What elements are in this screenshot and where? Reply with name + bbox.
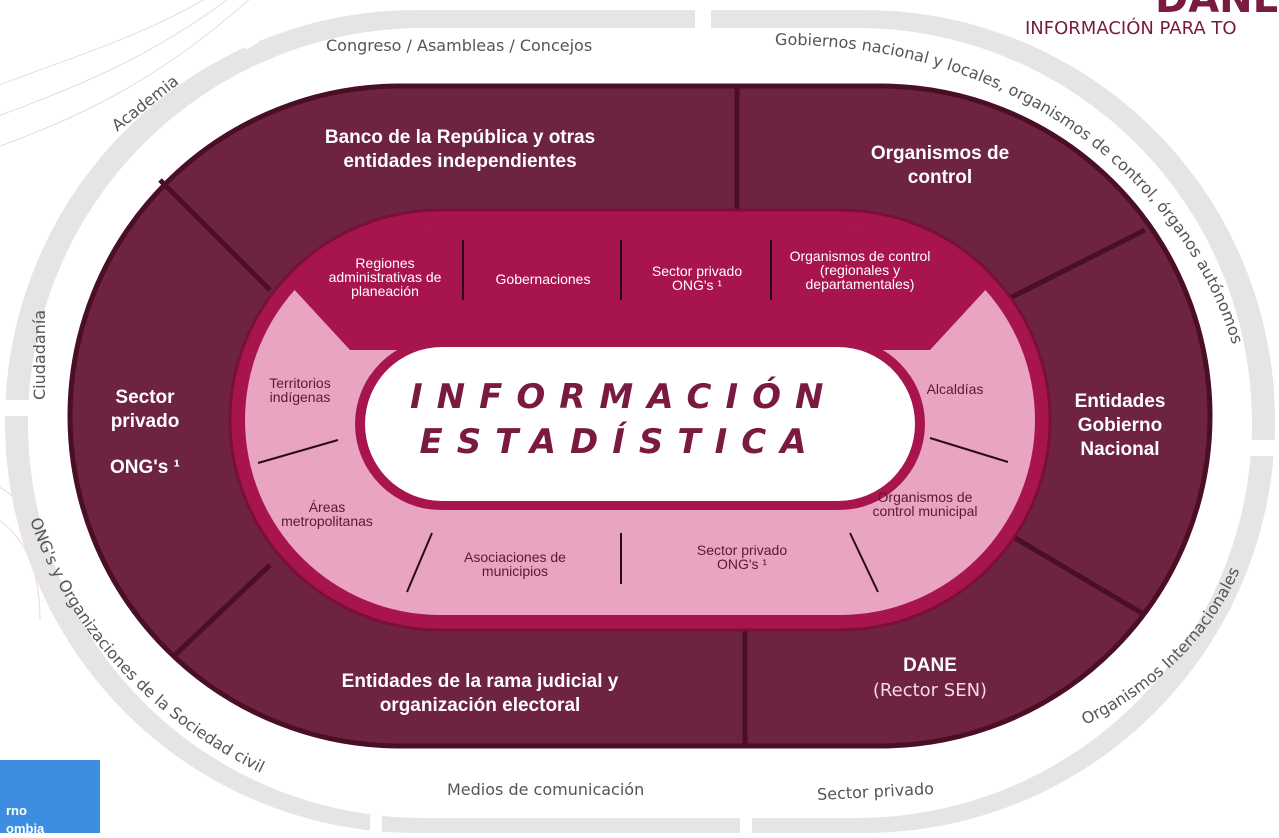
corner-box-line2: ombia [6, 821, 45, 836]
svg-text:DANE: DANE [1155, 0, 1279, 14]
inner-sector-privado: Sector privado ONG's ¹ [696, 542, 788, 572]
middle-ring-top-band [290, 225, 990, 350]
core [365, 347, 915, 501]
outer-ring-gaps [2, 5, 1278, 833]
segment-rama-judicial: Entidades de la rama judicial y organiza… [341, 671, 619, 716]
dane-logo-mark: DANE [1155, 0, 1279, 14]
outer-label-medios: Medios de comunicación [447, 780, 645, 799]
segment-sector-privado-sub: ONG's ¹ [110, 457, 180, 478]
outer-label-congreso: Congreso / Asambleas / Concejos [326, 36, 593, 55]
inner-alcaldias: Alcaldías [926, 381, 984, 397]
inner-asociaciones: Asociaciones de municipios [464, 549, 566, 579]
segment-banco: Banco de la República y otras entidades … [324, 127, 596, 172]
core-title-line2: ESTADÍSTICA [419, 422, 821, 462]
outer-label-ciudadania: Ciudadanía [30, 309, 49, 400]
segment-organismos-control: Organismos de control [870, 143, 1010, 188]
logo-tagline: INFORMACIÓN PARA TO [1025, 18, 1237, 39]
inner-territorios: Territorios indígenas [269, 375, 331, 405]
segment-sector-privado-title: Sector privado [110, 387, 180, 432]
middle-organismos-control: Organismos de control (regionales y depa… [789, 248, 931, 292]
inner-ring-dividers [257, 437, 1009, 593]
segment-dane-subtitle: (Rector SEN) [872, 680, 988, 701]
inner-organismos-municipal: Organismos de control municipal [872, 489, 978, 519]
segment-dane-title: DANE [903, 655, 957, 676]
middle-regiones: Regiones administrativas de planeación [328, 255, 442, 299]
middle-ring-dividers [462, 240, 772, 300]
corner-box: rno ombia [0, 760, 100, 836]
middle-gobernaciones: Gobernaciones [495, 271, 591, 287]
corner-box-line1: rno [6, 803, 27, 818]
inner-areas: Áreas metropolitanas [281, 499, 373, 529]
segment-entidades-gobierno: Entidades Gobierno Nacional [1074, 391, 1166, 460]
corner-box-text: rno ombia [6, 802, 44, 838]
core-title: INFORMACIÓN ESTADÍSTICA [410, 375, 830, 465]
dark-ring-dividers [158, 86, 1147, 746]
middle-sector-privado: Sector privado ONG's ¹ [651, 263, 743, 293]
core-title-line1: INFORMACIÓN [410, 377, 838, 417]
